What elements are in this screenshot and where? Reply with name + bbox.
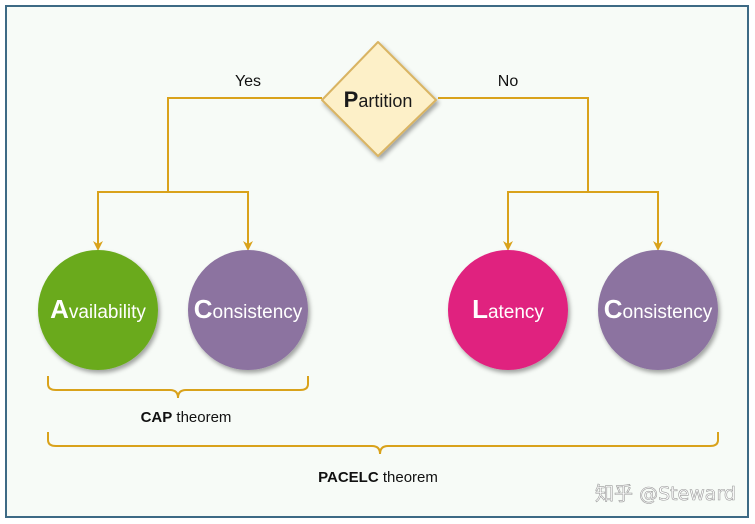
- availability-rest: vailability: [69, 302, 147, 323]
- pacelc-label-bold: PACELC: [318, 469, 379, 486]
- latency-circle: [448, 250, 568, 370]
- watermark: 知乎 @Steward: [595, 483, 736, 505]
- no-label: No: [498, 73, 519, 90]
- cap-label-bold: CAP: [141, 409, 173, 426]
- yes-branch-line: [167, 97, 322, 192]
- arrow-to-latency: [503, 191, 588, 251]
- cap-label-rest: theorem: [172, 409, 231, 426]
- arrow-to-availability: [93, 191, 168, 251]
- availability-label: Availability: [50, 294, 146, 324]
- cap-label: CAP theorem: [141, 409, 232, 426]
- partition-rest: artition: [358, 91, 412, 111]
- pacelc-label: PACELC theorem: [318, 469, 438, 486]
- consistency-right-initial: C: [604, 294, 623, 324]
- consistency-left-label: Consistency: [194, 294, 303, 324]
- consistency-left-circle: [188, 250, 308, 370]
- arrow-to-consistency-left: [168, 191, 253, 251]
- consistency-right-circle: [598, 250, 718, 370]
- cap-brace: [47, 376, 309, 399]
- yes-label: Yes: [235, 73, 261, 90]
- pacelc-brace: [47, 432, 719, 455]
- latency-initial: L: [472, 294, 488, 324]
- consistency-left-rest: onsistency: [213, 302, 303, 323]
- connectors: [93, 97, 663, 251]
- latency-rest: atency: [488, 302, 544, 323]
- consistency-right-rest: onsistency: [623, 302, 713, 323]
- availability-initial: A: [50, 294, 69, 324]
- consistency-left-initial: C: [194, 294, 213, 324]
- latency-label: Latency: [472, 294, 544, 324]
- availability-circle: [38, 250, 158, 370]
- partition-label: Partition: [344, 87, 413, 112]
- pacelc-label-rest: theorem: [379, 469, 438, 486]
- partition-initial: P: [344, 87, 359, 112]
- no-branch-line: [438, 97, 589, 192]
- partition-diamond: [321, 41, 437, 157]
- consistency-right-label: Consistency: [604, 294, 713, 324]
- arrow-to-consistency-right: [588, 191, 663, 251]
